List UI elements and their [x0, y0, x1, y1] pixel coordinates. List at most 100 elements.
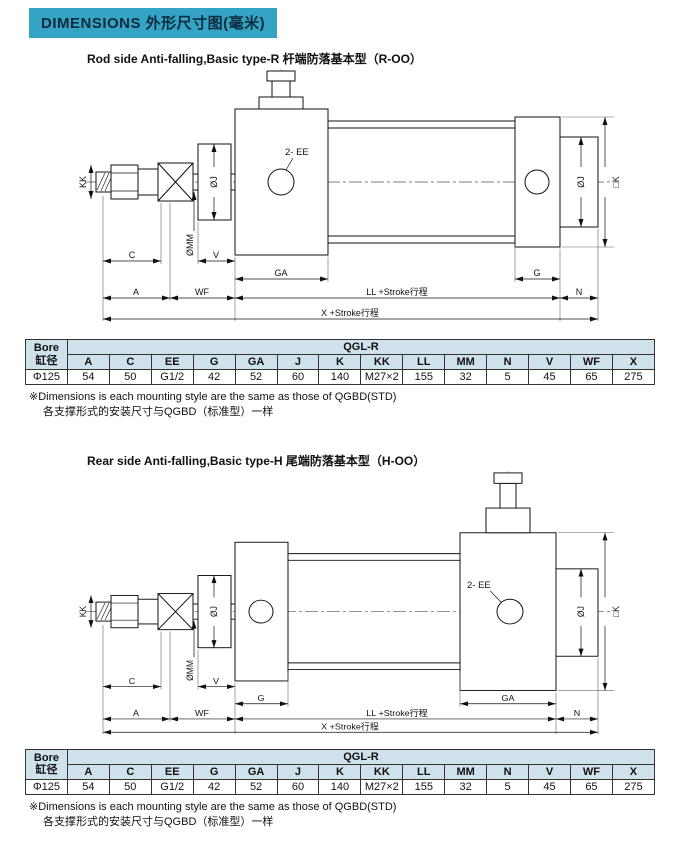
- label-x-stroke: X +Stroke行程: [321, 720, 379, 731]
- value-x: 275: [611, 369, 656, 385]
- dimension-lines: [88, 117, 608, 322]
- cylinder-body: [95, 472, 599, 691]
- value-j: 60: [276, 369, 320, 385]
- note-cn: 各支撑形式的安装尺寸与QGBD（标准型）一样: [43, 405, 274, 418]
- section-title-rear-side: Rear side Anti-falling,Basic type-H 尾端防落…: [87, 453, 426, 468]
- col-ee: EE: [150, 354, 194, 370]
- bore-header-cn: 缸径: [35, 354, 58, 367]
- col-x: X: [611, 763, 656, 780]
- col-ll: LL: [402, 354, 446, 370]
- value-k: 140: [318, 778, 362, 795]
- value-ga: 52: [234, 778, 278, 795]
- value-ee: G1/2: [150, 369, 194, 385]
- value-wf: 65: [569, 369, 613, 385]
- bore-header-en: Bore: [33, 341, 59, 354]
- label-a: A: [133, 287, 139, 297]
- table-row: Φ125 54 50 G1/2 42 52 60 140 M27×2 155 3…: [25, 369, 656, 385]
- label-v: V: [213, 250, 219, 260]
- bore-header-en: Bore: [33, 751, 59, 764]
- col-mm: MM: [444, 763, 488, 780]
- label-wf: WF: [195, 287, 209, 297]
- col-a: A: [66, 763, 110, 780]
- col-ll: LL: [402, 763, 446, 780]
- value-g: 42: [192, 778, 236, 795]
- label-ga: GA: [502, 693, 515, 703]
- dimension-table-rear-side: Bore 缸径 QGL-R A C EE G GA J K KK LL MM N…: [25, 748, 656, 795]
- col-n: N: [486, 354, 530, 370]
- column-header-row: A C EE G GA J K KK LL MM N V WF X: [26, 763, 656, 780]
- value-wf: 65: [569, 778, 613, 795]
- label-mm: ØMM: [185, 234, 195, 256]
- col-ga: GA: [234, 354, 278, 370]
- value-ga: 52: [234, 369, 278, 385]
- col-wf: WF: [569, 354, 613, 370]
- section-title-rod-side: Rod side Anti-falling,Basic type-R 杆端防落基…: [87, 52, 422, 66]
- col-k: K: [318, 763, 362, 780]
- value-a: 54: [66, 369, 110, 385]
- col-j: J: [276, 354, 320, 370]
- page-title: DIMENSIONS 外形尺寸图(毫米): [29, 8, 278, 38]
- value-mm: 32: [444, 369, 488, 385]
- value-ll: 155: [402, 778, 446, 795]
- value-v: 45: [528, 369, 571, 385]
- value-ee: G1/2: [150, 778, 194, 795]
- label-v: V: [213, 676, 219, 686]
- label-ll-stroke: LL +Stroke行程: [366, 286, 427, 297]
- col-kk: KK: [360, 763, 404, 780]
- label-kk: KK: [78, 605, 88, 617]
- label-square-k: □K: [611, 176, 621, 187]
- col-j: J: [276, 763, 320, 780]
- label-x-stroke: X +Stroke行程: [321, 307, 379, 318]
- label-n: N: [576, 287, 583, 297]
- value-ll: 155: [402, 369, 446, 385]
- value-c: 50: [108, 778, 152, 795]
- value-n: 5: [486, 778, 530, 795]
- value-mm: 32: [444, 778, 488, 795]
- value-k: 140: [318, 369, 362, 385]
- col-x: X: [611, 354, 656, 370]
- col-c: C: [108, 763, 152, 780]
- col-ee: EE: [150, 763, 194, 780]
- label-mm: ØMM: [185, 660, 195, 681]
- extension-lines: [102, 532, 614, 734]
- label-oj-plate: ØJ: [209, 176, 219, 188]
- col-ga: GA: [234, 763, 278, 780]
- bore-header: Bore 缸径: [25, 748, 68, 780]
- col-a: A: [66, 354, 110, 370]
- dimension-labels: C V G GA A WF LL +Stroke行程 N X +Stroke行程…: [78, 605, 621, 731]
- note-rear-side: ※Dimensions is each mounting style are t…: [29, 800, 655, 830]
- value-a: 54: [66, 778, 110, 795]
- column-header-row: A C EE G GA J K KK LL MM N V WF X: [26, 354, 656, 370]
- col-wf: WF: [569, 763, 613, 780]
- col-n: N: [486, 763, 530, 780]
- col-g: G: [192, 763, 236, 780]
- label-g: G: [533, 268, 540, 278]
- label-oj-plate: ØJ: [209, 606, 219, 617]
- label-oj-right: ØJ: [576, 606, 586, 617]
- col-k: K: [318, 354, 362, 370]
- note-en: ※Dimensions is each mounting style are t…: [29, 800, 397, 813]
- cylinder-body: [95, 70, 599, 256]
- bore-header-cn: 缸径: [35, 764, 58, 777]
- value-x: 275: [611, 778, 656, 795]
- drawing-rear-side-anti-falling: 2- EE: [78, 470, 621, 735]
- value-c: 50: [108, 369, 152, 385]
- label-kk: KK: [78, 176, 88, 188]
- bore-header: Bore 缸径: [25, 339, 68, 370]
- label-wf: WF: [195, 708, 209, 718]
- col-mm: MM: [444, 354, 488, 370]
- value-kk: M27×2: [360, 369, 404, 385]
- label-ga: GA: [274, 268, 287, 278]
- section-rear-side: Rear side Anti-falling,Basic type-H 尾端防落…: [25, 452, 656, 830]
- table-group-header: QGL-R: [66, 339, 656, 355]
- value-kk: M27×2: [360, 778, 404, 795]
- table-row: Φ125 54 50 G1/2 42 52 60 140 M27×2 155 3…: [25, 778, 656, 795]
- label-g: G: [257, 693, 264, 703]
- port-callout: 2- EE: [467, 580, 502, 603]
- col-v: V: [528, 763, 571, 780]
- drawing-rod-side-anti-falling: 2- EE: [78, 69, 621, 322]
- label-square-k: □K: [611, 606, 621, 617]
- label-ll-stroke: LL +Stroke行程: [366, 707, 428, 718]
- bore-value: Φ125: [25, 369, 68, 385]
